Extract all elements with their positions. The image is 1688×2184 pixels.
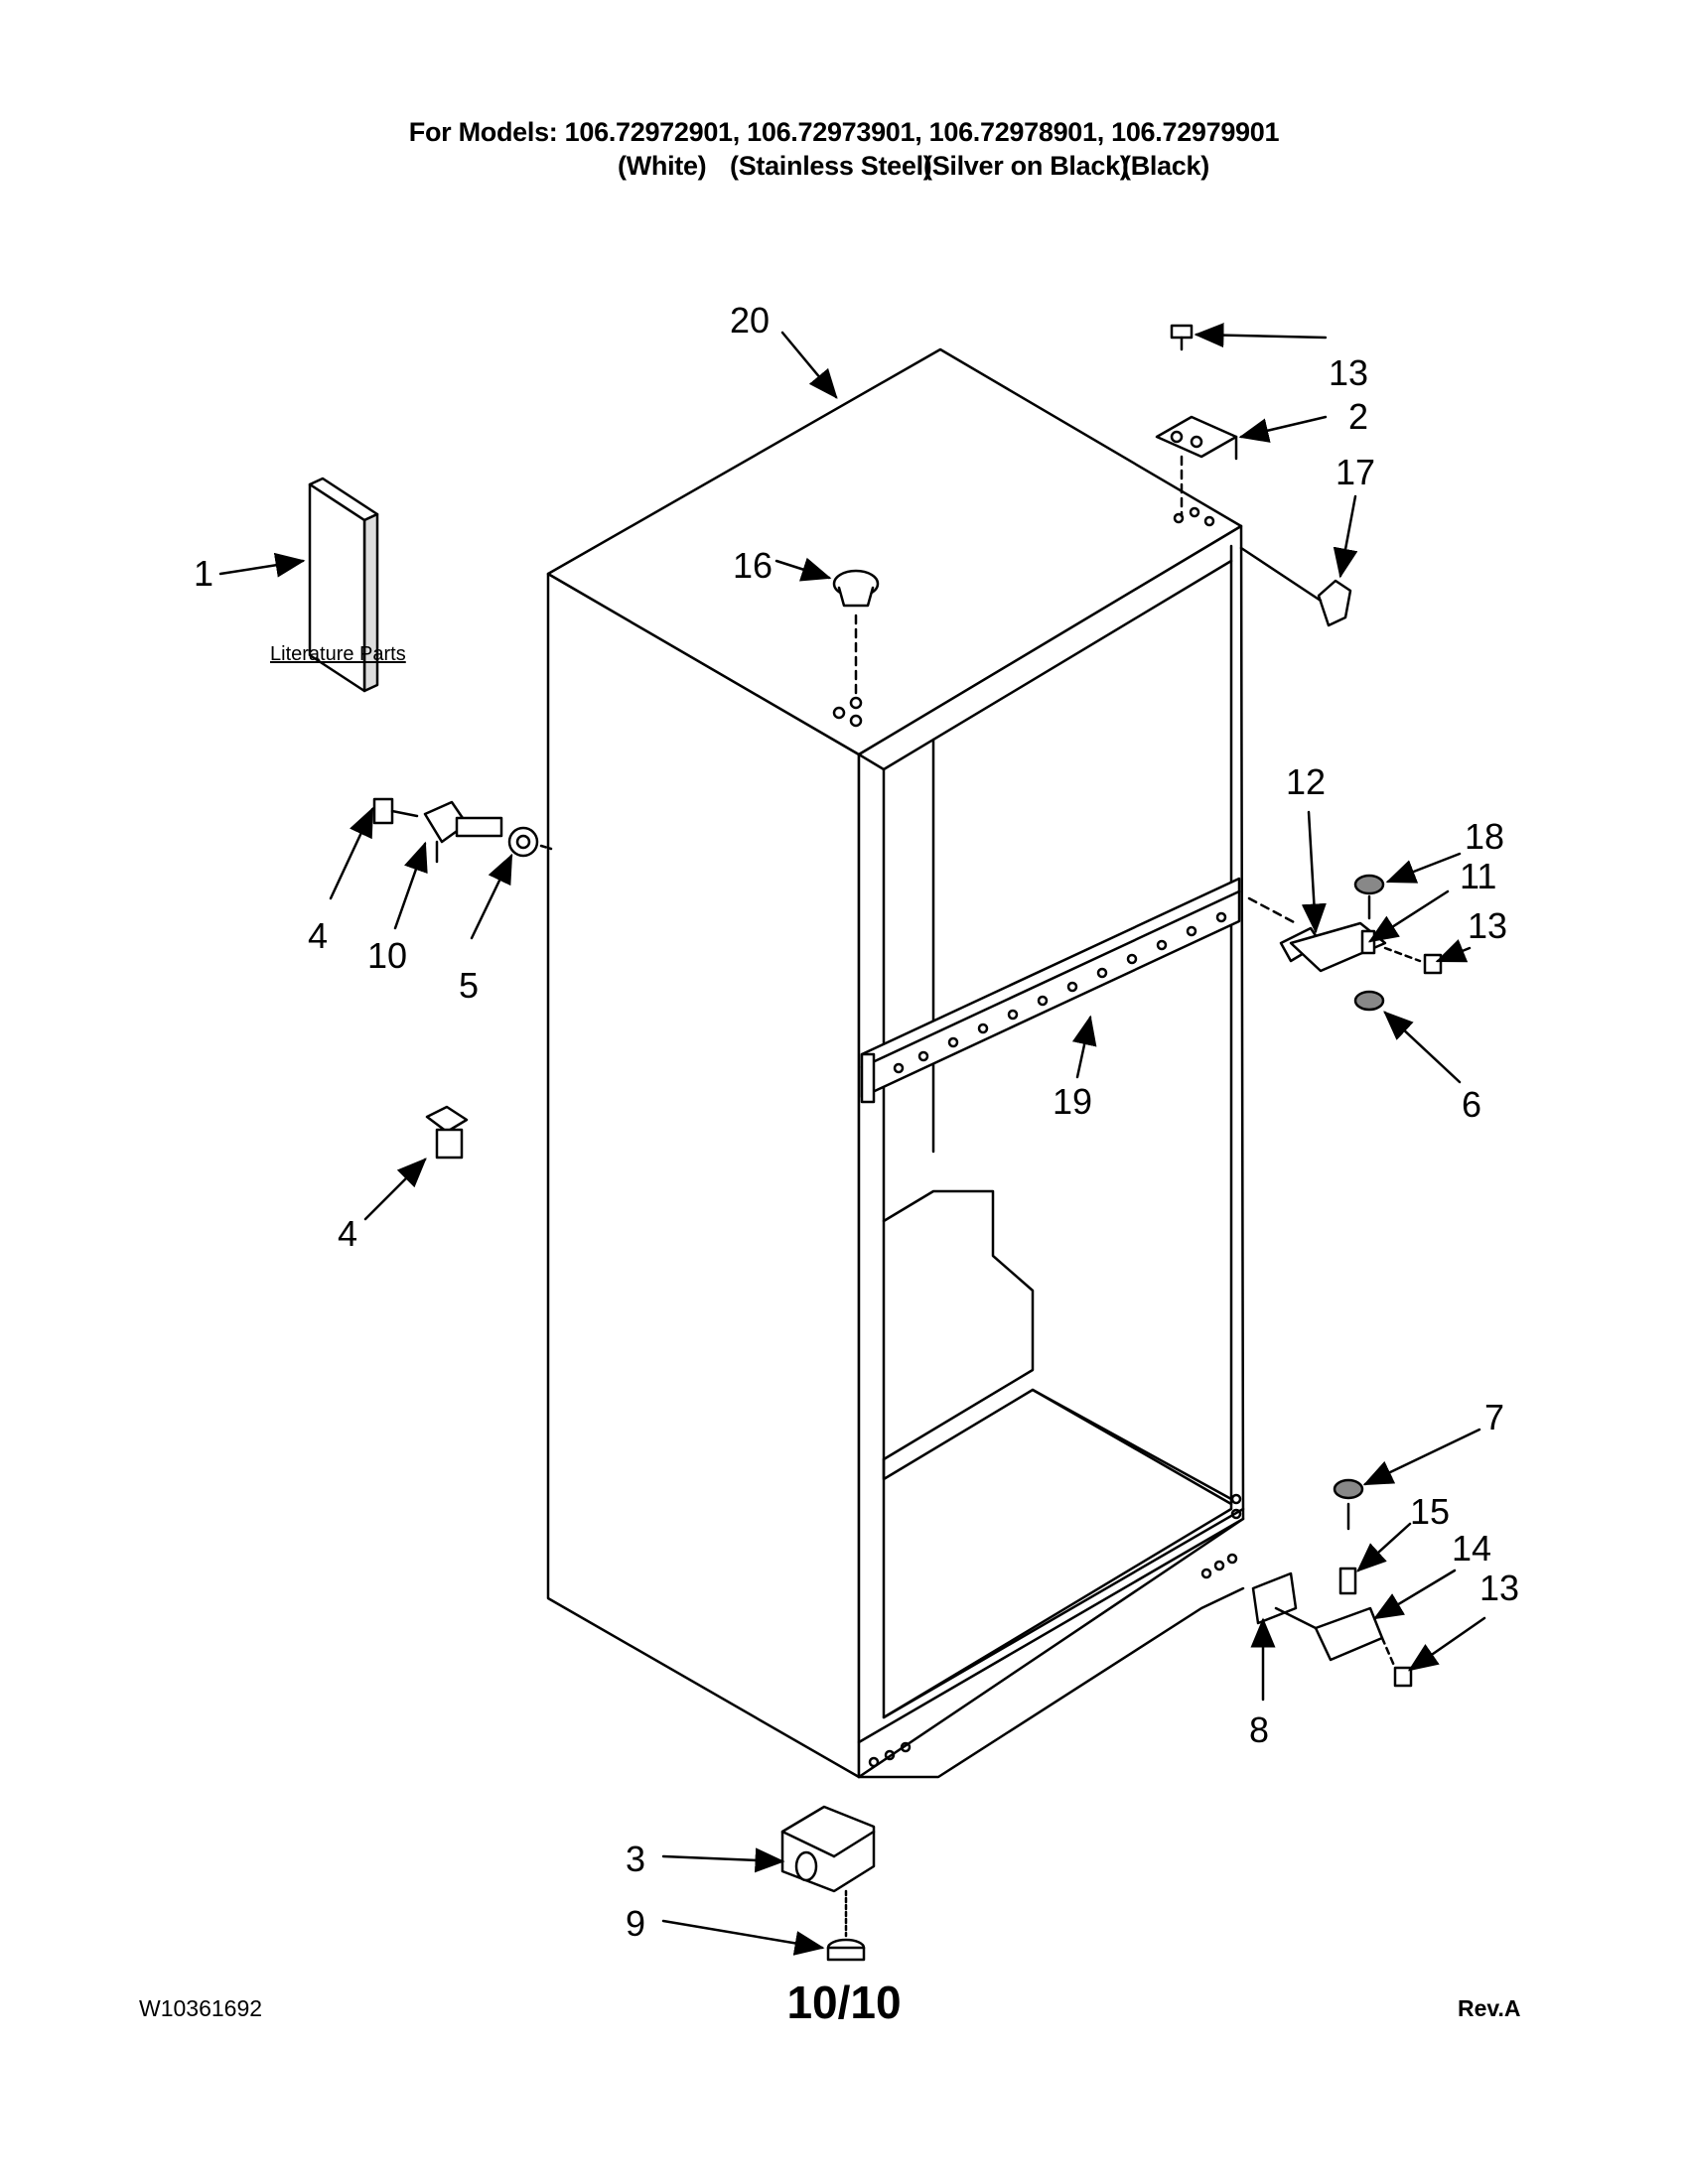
cabinet	[546, 347, 1245, 1779]
top-hinge-assembly	[1155, 324, 1238, 518]
color-black: (Black)	[1122, 151, 1209, 181]
callout-18: 18	[1465, 816, 1504, 857]
callout-13a: 13	[1329, 352, 1368, 393]
model-colors: (White) (Stainless Steel) (Silver on Bla…	[0, 151, 1688, 185]
center-hinge-assembly	[1247, 874, 1443, 1012]
literature-parts-label: Literature Parts	[270, 643, 406, 665]
callout-6: 6	[1462, 1084, 1481, 1125]
roller-and-leg	[780, 1805, 876, 1962]
callout-7: 7	[1484, 1397, 1504, 1437]
bottom-hinge-assembly	[1251, 1478, 1413, 1688]
callout-17: 17	[1336, 452, 1375, 492]
plug-button	[832, 569, 880, 697]
color-silver-on-black: (Silver on Black)	[923, 151, 1129, 181]
models-line: For Models: 106.72972901, 106.72973901, …	[408, 117, 1280, 147]
callout-11: 11	[1460, 856, 1496, 896]
callout-20: 20	[730, 300, 770, 341]
callout-1: 1	[194, 553, 213, 594]
color-white: (White)	[618, 151, 707, 181]
callout-4a: 4	[308, 915, 328, 956]
callout-14: 14	[1452, 1528, 1491, 1569]
callout-9: 9	[626, 1903, 645, 1944]
clip-part	[425, 1105, 469, 1160]
divider-bar	[860, 877, 1241, 1104]
callout-19: 19	[1053, 1081, 1092, 1122]
hinge-cover	[1317, 579, 1352, 627]
callout-13c: 13	[1479, 1568, 1519, 1608]
callout-5: 5	[459, 965, 479, 1006]
document-id: W10361692	[139, 1995, 263, 2021]
callout-2: 2	[1348, 396, 1368, 437]
callout-numbers: 1 2 3 4 4 5 6 7 8 9 10 11 12 13 13 13 14…	[194, 300, 1519, 1944]
callout-15: 15	[1410, 1491, 1450, 1532]
color-stainless: (Stainless Steel)	[730, 151, 932, 181]
callout-16: 16	[733, 545, 773, 586]
leader-lines	[218, 323, 1486, 1956]
page-number: 10/10	[786, 1977, 902, 2028]
revision-label: Rev.A	[1458, 1995, 1521, 2021]
callout-12: 12	[1286, 761, 1326, 802]
callout-3: 3	[626, 1839, 645, 1879]
literature-booklet	[308, 477, 379, 693]
callout-8: 8	[1249, 1709, 1269, 1750]
callout-4b: 4	[338, 1213, 357, 1254]
callout-13b: 13	[1468, 905, 1507, 946]
handle-mount-parts	[372, 797, 553, 864]
callout-10: 10	[367, 935, 407, 976]
